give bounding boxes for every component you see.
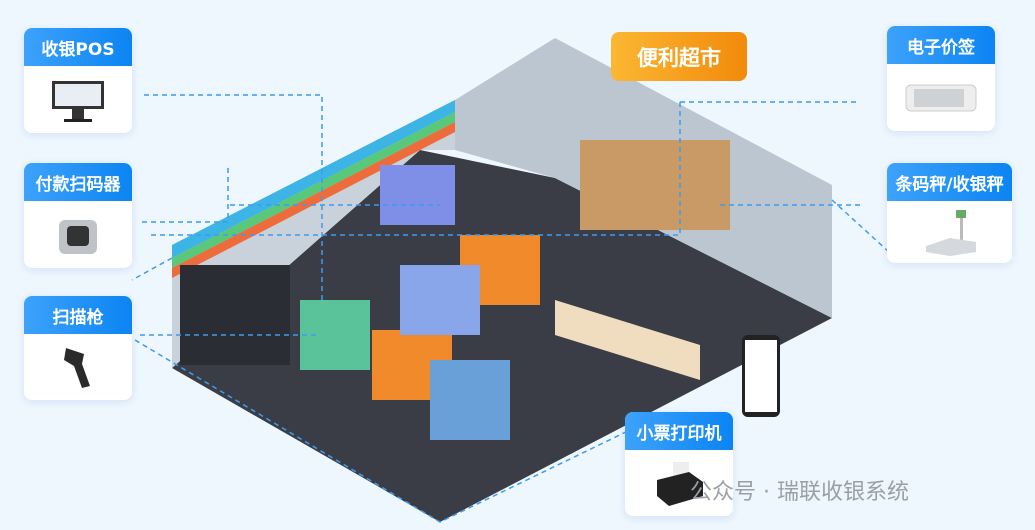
- pos-label: 收银POS: [24, 28, 132, 66]
- pos-terminal-icon: [52, 80, 104, 122]
- barcode-scale-icon: [925, 210, 976, 256]
- pay-scanner-label: 付款扫码器: [24, 163, 132, 201]
- store-title: 便利超市: [611, 32, 747, 81]
- receipt-printer-icon: [657, 462, 703, 506]
- printer-label: 小票打印机: [625, 412, 733, 450]
- scale-card: 条码秤/收银秤: [887, 163, 1012, 263]
- checkout-counter: [555, 300, 700, 380]
- printer-card: 小票打印机: [625, 412, 733, 516]
- shelf: [430, 360, 510, 440]
- shelf: [380, 165, 455, 225]
- esl-card: 电子价签: [887, 26, 995, 131]
- pay-scanner-card: 付款扫码器: [24, 163, 132, 268]
- store-floor: [172, 150, 832, 522]
- payment-scanner-icon: [59, 219, 97, 254]
- watermark: 公众号 · 瑞联收银系统: [690, 480, 909, 505]
- storage-boxes: [580, 140, 730, 230]
- scale-label: 条码秤/收银秤: [887, 163, 1012, 201]
- fridge: [180, 265, 290, 365]
- pos-card: 收银POS: [24, 28, 132, 133]
- scan-gun-card: 扫描枪: [24, 296, 132, 400]
- barcode-scanner-icon: [64, 348, 90, 388]
- scan-gun-label: 扫描枪: [24, 296, 132, 334]
- shelf: [300, 300, 370, 370]
- shelf: [400, 265, 480, 335]
- electronic-shelf-label-icon: [905, 84, 977, 111]
- esl-label: 电子价签: [887, 26, 995, 64]
